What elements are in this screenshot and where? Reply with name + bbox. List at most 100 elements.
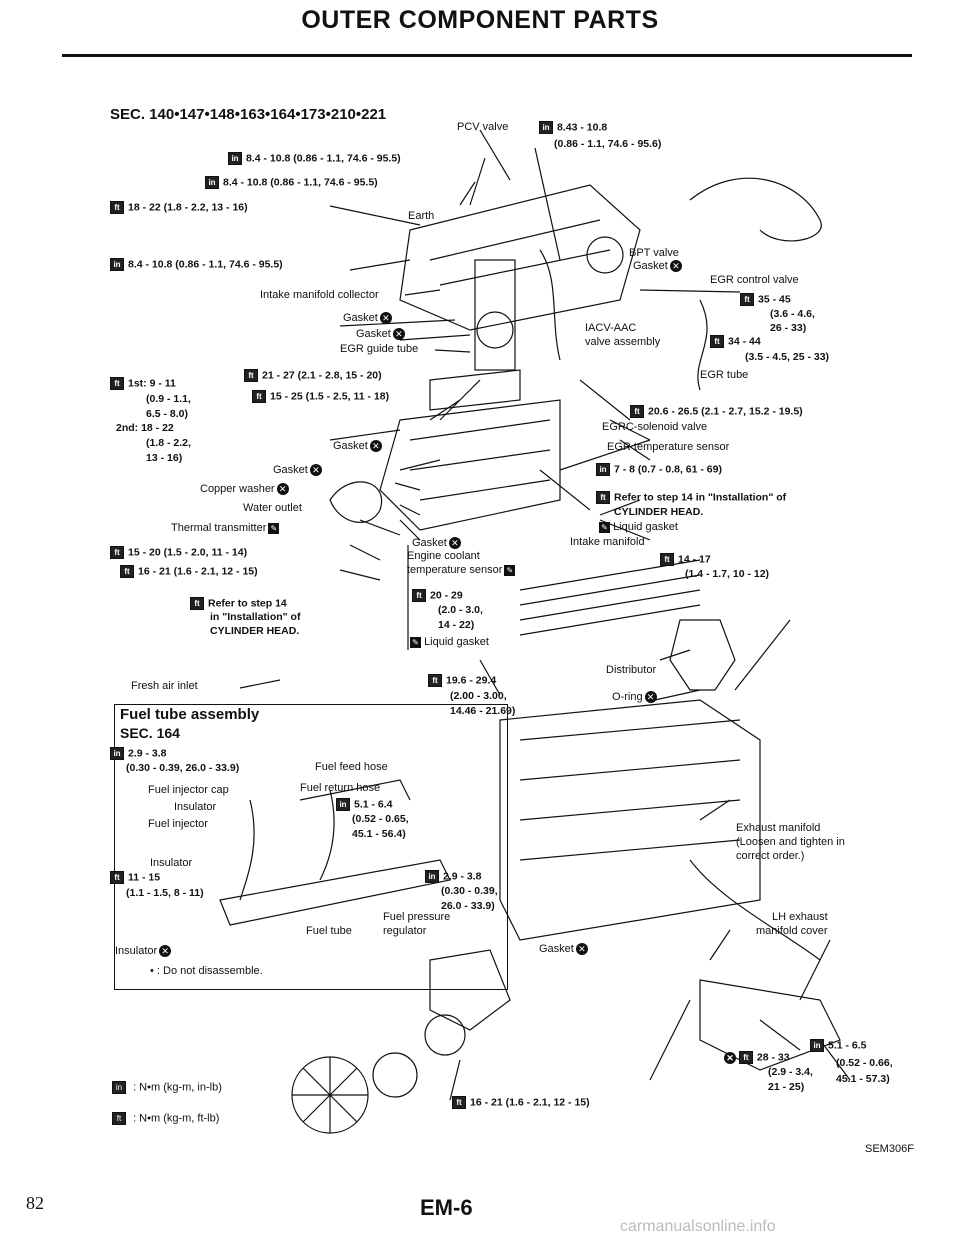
torque-t15b: (1.4 - 1.7, 10 - 12): [685, 568, 770, 580]
fuel-torque-e: 45.1 - 56.4): [352, 828, 406, 840]
label-iacv-aac: IACV-AAC: [585, 322, 637, 334]
pulley-shape: [372, 1052, 418, 1098]
torque-wrench-inlb-icon: in: [596, 463, 610, 476]
label-liquid-gasket-b: ✎ Liquid gasket: [408, 636, 489, 649]
torque-wrench-ftlb-icon: ft: [738, 1051, 753, 1064]
label-exhaust-manifold-3: correct order.): [736, 850, 805, 862]
replace-gasket-icon: ✕: [669, 260, 682, 273]
label-earth: Earth: [408, 210, 435, 222]
torque-t16c: 14 - 22): [438, 619, 475, 631]
label-do-not-disassemble: • : Do not disassemble.: [150, 965, 263, 977]
spark-wires: [519, 559, 701, 636]
torque-wrench-inlb-icon: in: [228, 152, 242, 165]
label-refer-b-2: in "Installation" of: [210, 611, 301, 623]
torque-wrench-ftlb-icon: ft: [412, 589, 426, 602]
label-gasket-b: Gasket✕: [356, 328, 405, 341]
fuel-torque-g: (1.1 - 1.5, 8 - 11): [126, 887, 204, 899]
engine-block-shape: [499, 699, 761, 941]
torque-wrench-inlb-icon: in: [110, 258, 124, 271]
label-distributor: Distributor: [606, 664, 657, 676]
label-gasket-c: Gasket✕: [333, 440, 382, 453]
replace-gasket-icon: ✕: [309, 464, 322, 477]
fuel-rail-shape: [219, 859, 451, 926]
torque-wrench-ftlb-icon: ft: [190, 597, 204, 610]
torque-t6c: 26 - 33): [770, 322, 807, 334]
fuel-torque-i: (0.30 - 0.39,: [441, 885, 498, 897]
page-title: OUTER COMPONENT PARTS: [301, 6, 659, 34]
label-lh-exhaust-2: manifold cover: [756, 925, 828, 937]
egr-hoses: [689, 177, 822, 242]
label-egr-control-valve: EGR control valve: [710, 274, 799, 286]
torque-t6b: (3.6 - 4.6,: [770, 308, 815, 320]
torque-wrench-inlb-icon: in: [810, 1039, 824, 1052]
replace-gasket-icon: ✕: [369, 440, 382, 453]
torque-wrench-inlb-icon: in: [110, 747, 124, 760]
torque-wrench-ftlb-icon: ft: [596, 491, 610, 504]
figure-code: SEM306F: [865, 1143, 914, 1155]
torque-wrench-inlb-icon: in: [336, 798, 350, 811]
label-bpt-valve: BPT valve: [629, 247, 679, 259]
torque-t7b: (3.5 - 4.5, 25 - 33): [745, 351, 830, 363]
torque-wrench-inlb-icon: in: [112, 1081, 126, 1094]
label-liquid-gasket-a: ✎ Liquid gasket: [597, 521, 678, 534]
fuel-tube-assembly-box: [114, 704, 508, 990]
label-fuel-return-hose: Fuel return hose: [300, 782, 381, 794]
label-lh-exhaust-1: LH exhaust: [772, 911, 828, 923]
label-refer-b-3: CYLINDER HEAD.: [210, 625, 300, 637]
label-insulator-3: Insulator✕: [115, 945, 172, 958]
label-egr-guide-tube: EGR guide tube: [340, 343, 419, 355]
fuel-torque-j: 26.0 - 33.9): [441, 900, 495, 912]
distributor-shape: [669, 619, 736, 691]
label-gasket-f: Gasket✕: [539, 943, 588, 956]
label-fuel-injector-cap: Fuel injector cap: [148, 784, 229, 796]
torque-wrench-ftlb-icon: ft: [252, 390, 266, 403]
throttle-body-shape: [474, 259, 516, 371]
replace-gasket-icon: ✕: [159, 945, 172, 958]
label-fuel-feed-hose: Fuel feed hose: [315, 761, 388, 773]
fuel-torque-d: (0.52 - 0.65,: [352, 813, 409, 825]
torque-t8b: (0.9 - 1.1,: [146, 393, 191, 405]
bpt-valve-shape: [586, 236, 624, 274]
label-temperature-sensor: temperature sensor✎: [407, 564, 516, 577]
legend-inlb: in : N•m (kg-m, in-lb): [112, 1081, 222, 1094]
label-exhaust-manifold-1: Exhaust manifold: [736, 822, 821, 834]
label-exhaust-manifold-2: (Loosen and tighten in: [736, 836, 845, 848]
label-gasket-e: Gasket✕: [412, 537, 461, 550]
torque-wrench-ftlb-icon: ft: [740, 293, 754, 306]
label-intake-manifold: Intake manifold: [570, 536, 645, 548]
replace-gasket-icon: ✕: [392, 328, 405, 341]
intake-collector-shape: [399, 184, 641, 331]
label-refer-cyl-2: CYLINDER HEAD.: [614, 506, 704, 518]
torque-t8d: 2nd: 18 - 22: [116, 422, 174, 434]
torque-t20b: (0.52 - 0.66,: [836, 1057, 893, 1069]
liquid-gasket-icon: ✎: [504, 564, 516, 576]
label-gasket-d: Gasket✕: [273, 464, 322, 477]
label-water-outlet: Water outlet: [243, 502, 302, 514]
label-gasket-a: Gasket✕: [343, 312, 392, 325]
liquid-gasket-icon: ✎: [410, 636, 421, 648]
replace-gasket-icon: ✕: [276, 483, 289, 496]
torque-wrench-inlb-icon: in: [425, 870, 439, 883]
label-intake-collector: Intake manifold collector: [260, 289, 379, 301]
torque-wrench-ftlb-icon: ft: [120, 565, 134, 578]
label-fuel-injector: Fuel injector: [148, 818, 208, 830]
torque-t8c: 6.5 - 8.0): [146, 408, 189, 420]
